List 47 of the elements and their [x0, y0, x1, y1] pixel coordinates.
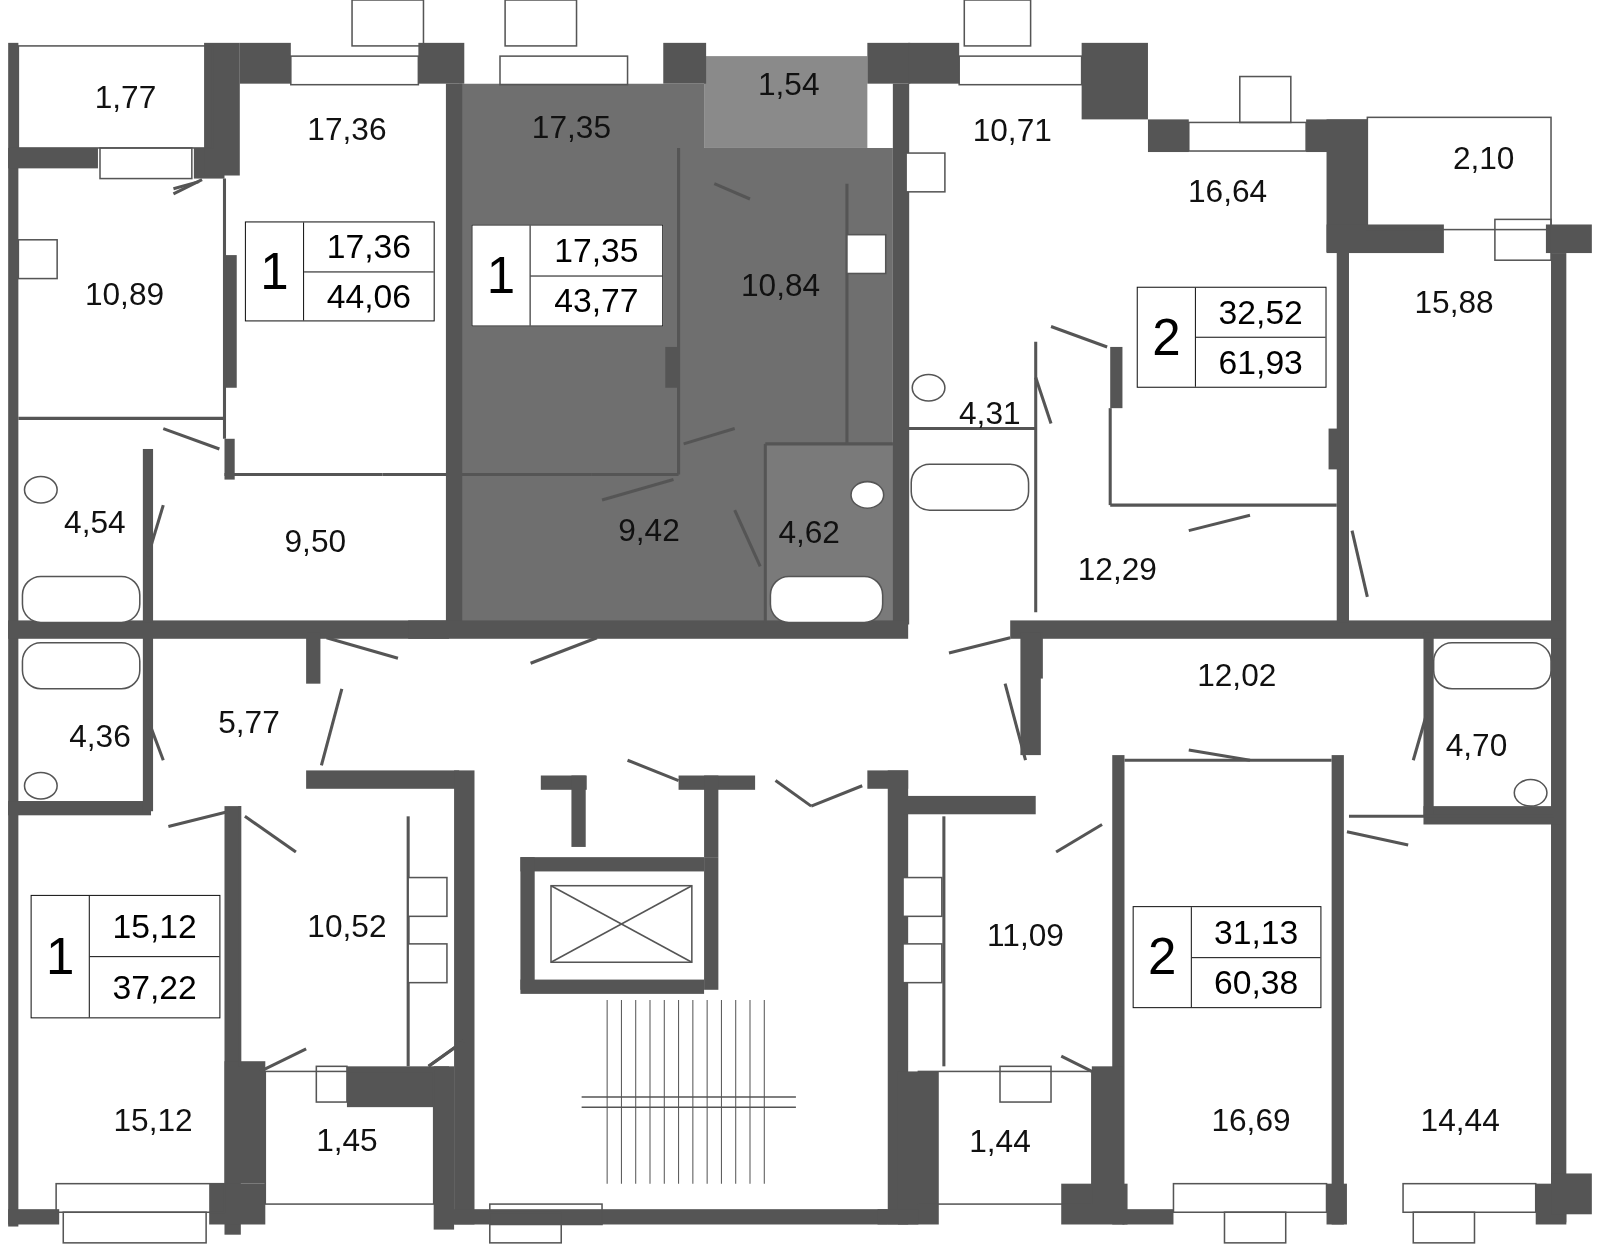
room-area-label: 17,36: [307, 113, 387, 146]
apartment-info-box: [244, 221, 435, 322]
room-area-label: 1,54: [758, 68, 820, 101]
living-area-value: 17,36: [326, 229, 411, 264]
room-area-label: 16,64: [1187, 175, 1268, 207]
apartment-info-box: [30, 894, 221, 1019]
room-area-label: 15,12: [113, 1104, 193, 1137]
room-count: 2: [1148, 931, 1177, 983]
room-area-label: 4,62: [778, 516, 840, 549]
room-count: 1: [486, 250, 516, 301]
room-area-label: 17,35: [531, 111, 611, 144]
total-area-value: 60,38: [1214, 965, 1299, 1000]
living-area-value: 17,35: [554, 233, 639, 268]
living-area-value: 32,52: [1218, 295, 1303, 330]
room-area-label: 15,88: [1414, 286, 1494, 318]
room-area-label: 10,52: [307, 910, 387, 943]
room-area-label: 1,77: [94, 81, 157, 113]
total-area-value: 61,93: [1218, 345, 1303, 380]
room-area-label: 14,44: [1420, 1104, 1500, 1137]
apartment-info-box: [471, 224, 664, 327]
apartment-info-box: [1132, 906, 1322, 1009]
room-area-label: 12,02: [1197, 659, 1277, 692]
room-area-label: 1,44: [969, 1125, 1031, 1157]
total-area-value: 37,22: [112, 970, 197, 1005]
room-area-label: 1,45: [316, 1124, 378, 1156]
total-area-value: 43,77: [554, 283, 639, 318]
total-area-value: 44,06: [326, 279, 411, 313]
apartment-info-box: [1136, 286, 1327, 388]
room-count: 1: [46, 931, 75, 983]
room-area-label: 11,09: [987, 919, 1064, 952]
room-area-label: 9,50: [284, 525, 347, 557]
room-area-label: 10,84: [741, 269, 821, 302]
room-area-label: 4,70: [1445, 729, 1508, 761]
room-area-label: 12,29: [1077, 553, 1157, 586]
room-area-label: 10,89: [84, 278, 165, 310]
room-area-label: 16,69: [1211, 1104, 1291, 1137]
room-area-label: 4,31: [959, 397, 1021, 430]
room-area-label: 2,10: [1452, 142, 1515, 174]
living-area-value: 15,12: [112, 909, 197, 943]
room-area-label: 4,54: [64, 506, 126, 539]
room-count: 1: [260, 245, 289, 297]
room-area-label: 10,71: [972, 114, 1052, 147]
living-area-value: 31,13: [1214, 915, 1299, 949]
room-area-label: 4,36: [69, 720, 131, 753]
room-count: 2: [1152, 311, 1181, 363]
room-area-label: 5,77: [218, 706, 280, 739]
room-area-label: 9,42: [618, 514, 680, 547]
